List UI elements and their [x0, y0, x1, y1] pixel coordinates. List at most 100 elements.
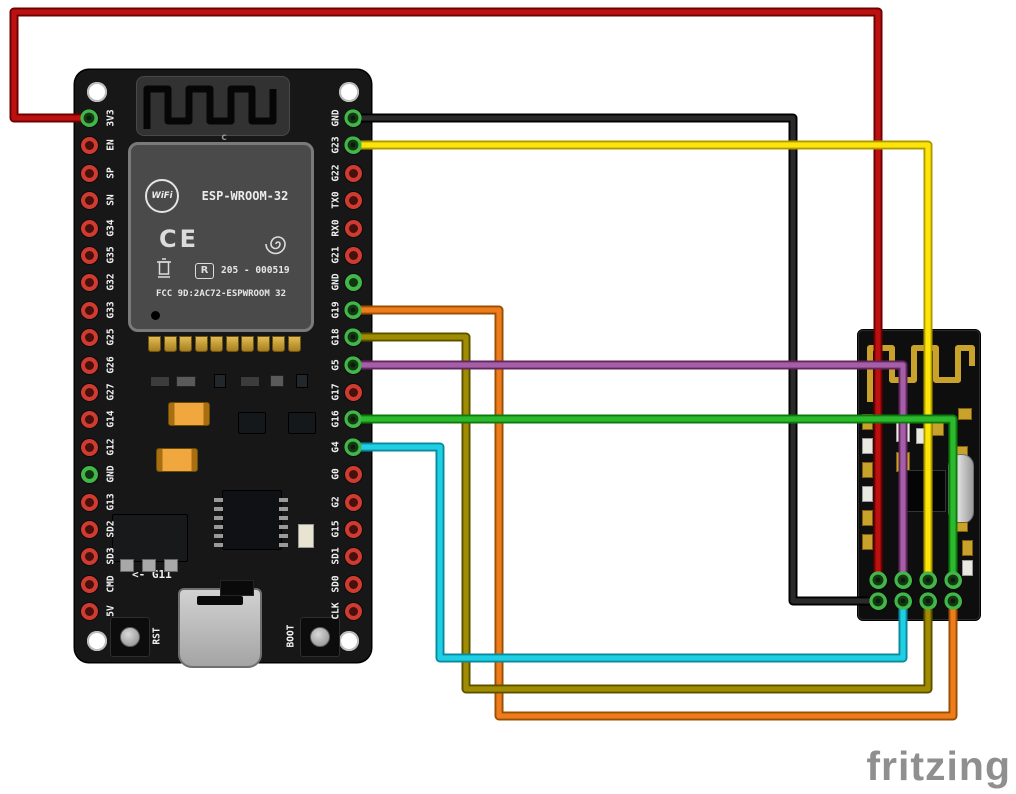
- wire-yellow-g23[interactable]: [350, 142, 931, 583]
- esp32-pin-right-g17-10[interactable]: [344, 383, 362, 401]
- wire-endpoint: [919, 592, 937, 610]
- ic-pin: [279, 534, 288, 538]
- mounting-hole: [87, 631, 107, 651]
- esp32-pin-right-g21-5[interactable]: [344, 246, 362, 264]
- castellation-pad: [148, 336, 161, 352]
- esp32-pin-right-g2-14[interactable]: [344, 493, 362, 511]
- esp32-pin-left-sd2-15[interactable]: [80, 520, 98, 538]
- ic-pin: [279, 516, 288, 520]
- wire-black-gnd[interactable]: [350, 115, 881, 604]
- esp32-pin-left-gnd-13[interactable]: [80, 465, 98, 483]
- regulator-leg: [142, 559, 156, 572]
- smd-component: [270, 375, 284, 387]
- smd-component: [962, 560, 973, 576]
- esp32-pin-left-sp-2[interactable]: [80, 164, 98, 182]
- ic-pin: [214, 525, 223, 529]
- fcc-id-label: FCC 9D:2AC72-ESPWROOM 32: [155, 289, 287, 299]
- wire-orange-g19[interactable]: [350, 307, 956, 719]
- castellation-pad: [194, 336, 208, 352]
- ic-pin: [279, 543, 288, 547]
- wire-red-3v3[interactable]: [11, 9, 881, 583]
- esp32-pin-right-sd1-16[interactable]: [344, 547, 362, 565]
- esp32-pin-left-g13-14[interactable]: [80, 493, 98, 511]
- ce-mark-icon: CE: [159, 225, 200, 253]
- ic-pin: [214, 507, 223, 511]
- esp32-model-label: ESP-WROOM-32: [201, 189, 289, 203]
- wire-endpoint: [344, 301, 362, 319]
- esp32-pin-right-g22-2[interactable]: [344, 164, 362, 182]
- smd-component: [296, 374, 308, 388]
- smd-pad: [862, 510, 873, 526]
- wire-green-g16[interactable]: [350, 416, 956, 583]
- esp32-pin-left-g33-7[interactable]: [80, 301, 98, 319]
- wire-endpoint: [80, 109, 98, 127]
- rst-button-cap: [120, 627, 140, 647]
- esp32-pin-left-g34-4[interactable]: [80, 219, 98, 237]
- esp32-pin-right-g15-15[interactable]: [344, 520, 362, 538]
- smd-resistor: [240, 376, 260, 387]
- wifi-logo-text: WiFi: [151, 191, 173, 201]
- esp32-pin-left-g32-6[interactable]: [80, 273, 98, 291]
- wire-endpoint: [344, 136, 362, 154]
- esp32-pin-right-rx0-4[interactable]: [344, 219, 362, 237]
- castellation-pad: [163, 336, 177, 352]
- regulator-leg: [120, 559, 134, 572]
- wire-cyan-g4[interactable]: [350, 444, 906, 661]
- boot-button: [300, 617, 340, 657]
- esp32-devkit-board[interactable]: c WiFi ESP-WROOM-32 CE R 205 - 000519 FC…: [75, 70, 371, 668]
- ic-pin: [279, 507, 288, 511]
- wire-endpoint: [344, 328, 362, 346]
- wire-olive-g18[interactable]: [350, 334, 931, 692]
- ic-pin: [214, 534, 223, 538]
- esp32-pin-right-clk-18[interactable]: [344, 602, 362, 620]
- smd-component: [862, 486, 873, 502]
- wire-endpoint: [344, 410, 362, 428]
- castellation-pad: [241, 336, 254, 352]
- weee-bin-icon: [157, 258, 171, 278]
- wire-black-gnd-outline: [348, 113, 883, 606]
- esp32-pin-left-sd3-16[interactable]: [80, 547, 98, 565]
- smd-component: [220, 580, 254, 596]
- esp32-pin-left-g27-10[interactable]: [80, 383, 98, 401]
- esp32-pin-right-gnd-6[interactable]: [344, 273, 362, 291]
- wire-endpoint: [344, 438, 362, 456]
- wire-endpoint: [344, 109, 362, 127]
- transistor: [288, 412, 316, 434]
- esp32-pin-left-g14-11[interactable]: [80, 410, 98, 428]
- esp32-pin-left-g25-8[interactable]: [80, 328, 98, 346]
- wire-endpoint: [894, 592, 912, 610]
- esp32-pin-right-g0-13[interactable]: [344, 465, 362, 483]
- esp32-pin-left-sn-3[interactable]: [80, 191, 98, 209]
- smd-component: [214, 374, 226, 388]
- ic-pin: [279, 498, 288, 502]
- wire-endpoint: [869, 592, 887, 610]
- esp32-pin-right-tx0-3[interactable]: [344, 191, 362, 209]
- esp32-pin-left-cmd-17[interactable]: [80, 575, 98, 593]
- smd-led: [298, 524, 314, 548]
- esp32-pin-left-g35-5[interactable]: [80, 246, 98, 264]
- capacitor: [168, 402, 210, 426]
- wire-purple-g5[interactable]: [350, 362, 906, 583]
- transistor: [238, 412, 266, 434]
- esp32-rf-shield: WiFi ESP-WROOM-32 CE R 205 - 000519 FCC …: [128, 142, 314, 332]
- esp32-pin-left-en-1[interactable]: [80, 136, 98, 154]
- esp32-pin-right-sd0-17[interactable]: [344, 575, 362, 593]
- wire-endpoint: [919, 571, 937, 589]
- wire-endpoint: [944, 571, 962, 589]
- regulator-leg: [164, 559, 178, 572]
- smd-resistor: [176, 376, 196, 387]
- esp32-pin-left-g26-9[interactable]: [80, 356, 98, 374]
- esp32-pin-left-5v-18[interactable]: [80, 602, 98, 620]
- smd-pad: [962, 540, 973, 556]
- smd-pad: [862, 462, 873, 478]
- mounting-hole: [87, 82, 107, 102]
- esp32-pin-left-g12-12[interactable]: [80, 438, 98, 456]
- smd-component: [862, 438, 873, 454]
- ic-pin: [214, 516, 223, 520]
- ic-pin: [214, 543, 223, 547]
- g11-silk-label: <- G11: [132, 568, 172, 581]
- antenna-meander-icon: [143, 85, 277, 129]
- smd-pad: [958, 408, 972, 420]
